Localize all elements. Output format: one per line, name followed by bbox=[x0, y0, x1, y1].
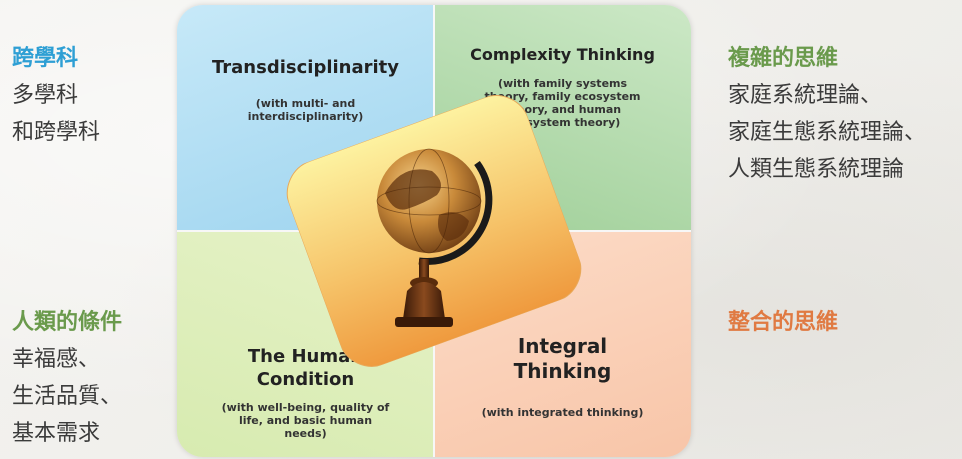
label-line: 和跨學科 bbox=[12, 120, 101, 145]
subtitle-line: life, and basic human bbox=[238, 414, 373, 427]
quadrant-title: Complexity Thinking bbox=[470, 45, 655, 64]
subtitle-line: (with multi- and bbox=[255, 97, 356, 110]
label-complexity-zh: 複雜的思維 家庭系統理論、 家庭生態系統理論、 人類生態系統理論 bbox=[728, 40, 926, 188]
quadrant-subtitle: (with integrated thinking) bbox=[434, 406, 691, 419]
four-quadrant-diagram: Transdisciplinarity (with multi- and int… bbox=[177, 5, 691, 457]
label-line: 生活品質、 bbox=[12, 384, 123, 409]
label-heading: 跨學科 bbox=[12, 46, 79, 71]
quadrant-subtitle: (with well-being, quality of life, and b… bbox=[177, 401, 434, 440]
subtitle-line: (with well-being, quality of bbox=[221, 401, 390, 414]
label-line: 人類生態系統理論 bbox=[728, 157, 905, 182]
label-human-condition-zh: 人類的條件 幸福感、 生活品質、 基本需求 bbox=[12, 304, 122, 452]
subtitle-line: (with integrated thinking) bbox=[481, 406, 644, 419]
quadrant-subtitle: (with family systems theory, family ecos… bbox=[434, 77, 691, 129]
title-line: Condition bbox=[256, 369, 355, 390]
quadrant-title: Transdisciplinarity bbox=[211, 57, 400, 78]
label-heading: 整合的思維 bbox=[728, 310, 839, 335]
quadrant-subtitle: (with multi- and interdisciplinarity) bbox=[177, 97, 434, 123]
label-heading: 人類的條件 bbox=[12, 310, 123, 335]
label-line: 家庭系統理論、 bbox=[728, 83, 883, 108]
globe-icon bbox=[286, 95, 582, 367]
subtitle-line: needs) bbox=[284, 427, 327, 440]
label-integral-zh: 整合的思維 bbox=[728, 304, 838, 341]
subtitle-line: theory, and human bbox=[503, 103, 622, 116]
subtitle-line: ecosystem theory) bbox=[504, 116, 621, 129]
quadrant-title: Integral Thinking bbox=[434, 334, 691, 384]
label-line: 家庭生態系統理論、 bbox=[728, 120, 927, 145]
quadrant-title: The Human Condition bbox=[177, 345, 434, 391]
subtitle-line: interdisciplinarity) bbox=[247, 110, 364, 123]
subtitle-line: (with family systems bbox=[497, 77, 628, 90]
label-line: 多學科 bbox=[12, 83, 79, 108]
label-transdisciplinary-zh: 跨學科 多學科 和跨學科 bbox=[12, 40, 100, 151]
title-line: Integral bbox=[517, 334, 608, 358]
label-line: 基本需求 bbox=[12, 421, 101, 446]
label-heading: 複雜的思維 bbox=[728, 46, 839, 71]
title-line: Thinking bbox=[513, 359, 612, 383]
title-line: The Human bbox=[247, 346, 364, 367]
label-line: 幸福感、 bbox=[12, 347, 101, 372]
subtitle-line: theory, family ecosystem bbox=[484, 90, 641, 103]
